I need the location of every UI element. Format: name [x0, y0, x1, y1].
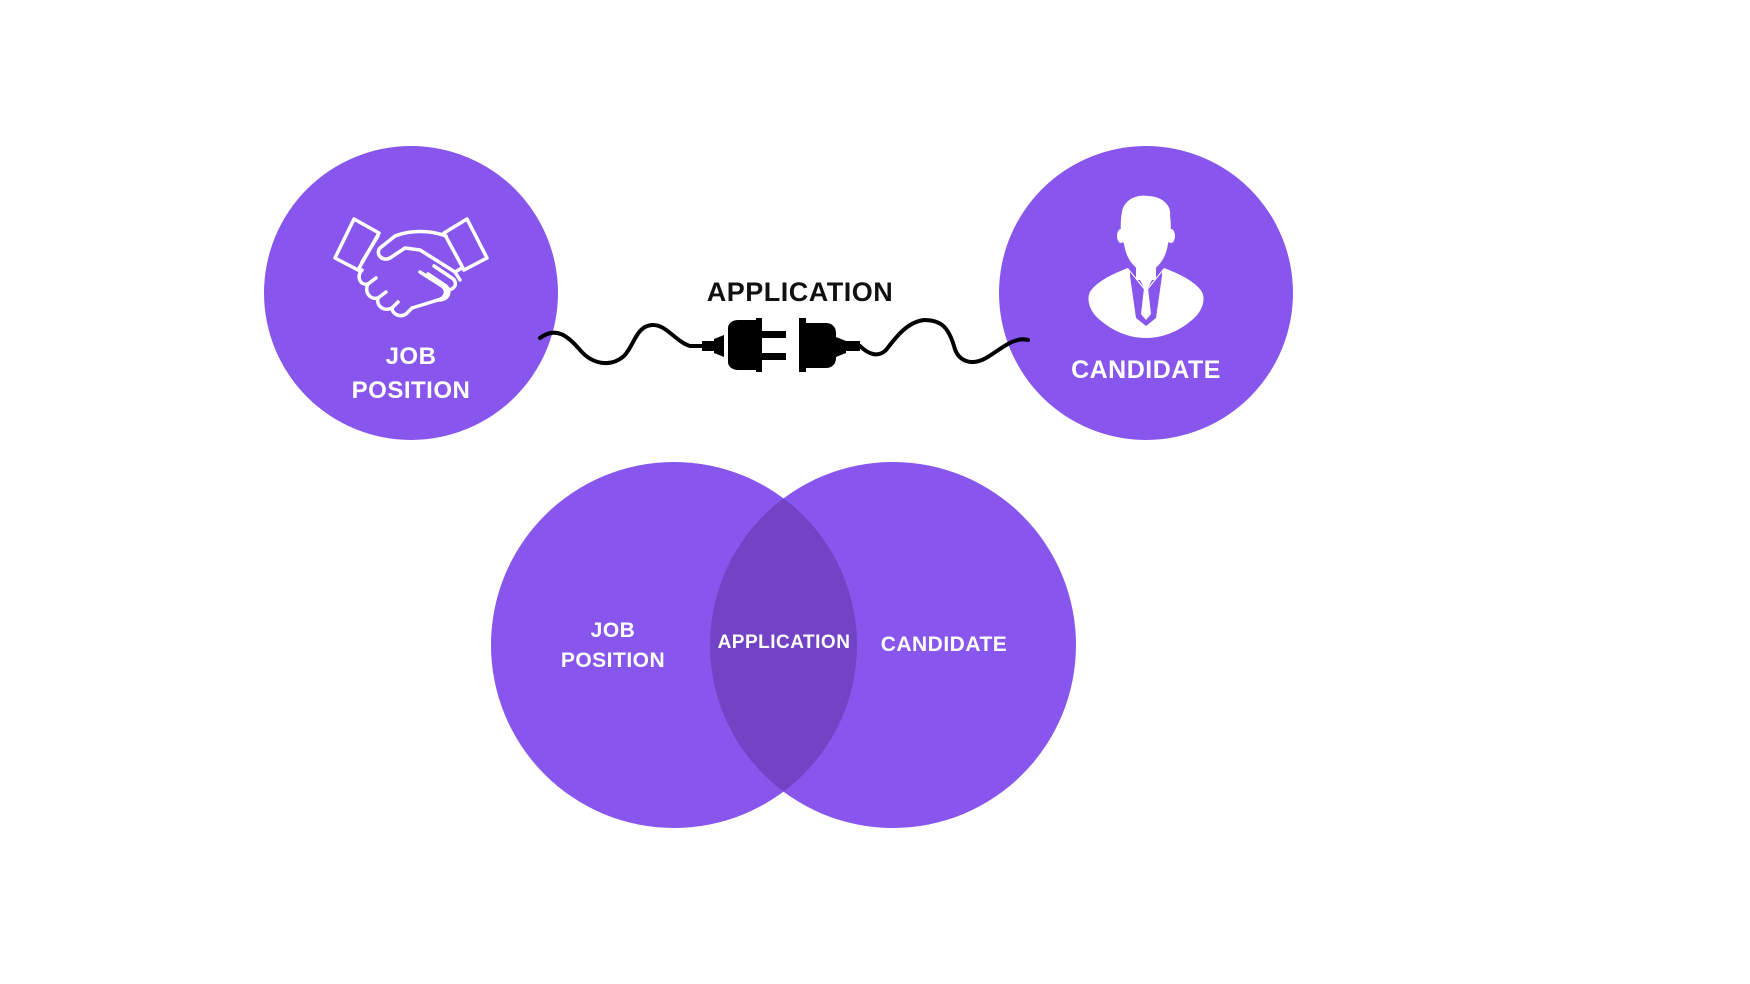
application-connector-label: APPLICATION	[706, 277, 894, 307]
venn-candidate-label: CANDIDATE	[880, 633, 1008, 656]
candidate-label: CANDIDATE	[1071, 356, 1221, 384]
job-position-label: JOB POSITION	[311, 340, 511, 408]
job-position-circle	[264, 146, 558, 440]
venn-job-position-line1: JOB	[590, 619, 636, 642]
job-position-label-line1: JOB	[385, 343, 437, 370]
venn-job-position-label: JOB POSITION	[533, 616, 693, 676]
venn-job-position-line2: POSITION	[560, 649, 666, 672]
venn-application-label: APPLICATION	[717, 632, 851, 653]
job-position-label-line2: POSITION	[351, 377, 471, 404]
venn-intersection	[710, 462, 857, 828]
